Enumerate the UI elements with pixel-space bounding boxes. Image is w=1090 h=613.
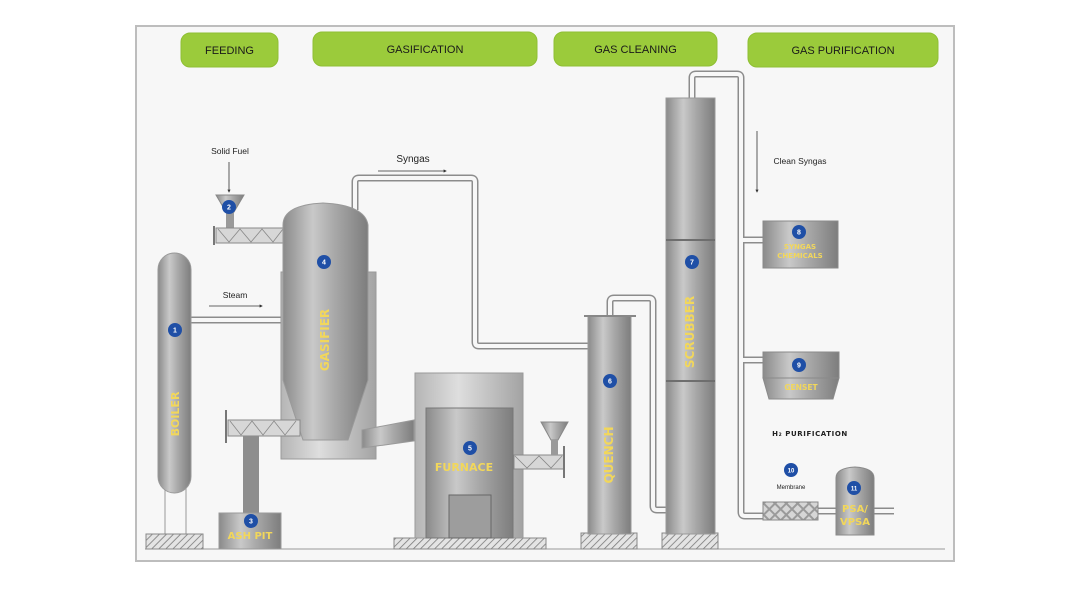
stage-gas-purification: GAS PURIFICATION (747, 32, 939, 68)
stage-gas-cleaning-label: GAS CLEANING (594, 44, 677, 56)
psa-vpsa: PSA/ VPSA (835, 466, 875, 536)
stage-feeding: FEEDING (180, 32, 279, 68)
svg-text:1: 1 (173, 328, 177, 335)
svg-text:2: 2 (227, 205, 231, 212)
scrubber: SCRUBBER (661, 97, 719, 550)
svg-text:11: 11 (851, 487, 858, 493)
quench-foundation (580, 532, 638, 550)
badge-10: 10 (784, 463, 798, 477)
svg-text:9: 9 (797, 363, 801, 370)
boiler-label: BOILER (169, 391, 182, 436)
diagram-frame (135, 25, 955, 562)
quench-label: QUENCH (602, 426, 616, 483)
svg-text:4: 4 (322, 260, 326, 267)
boiler: BOILER (145, 252, 204, 550)
genset-label: GENSET (784, 383, 818, 392)
badge-3: 3 (244, 514, 258, 528)
badge-6: 6 (603, 374, 617, 388)
psa-label-line1: PSA/ (842, 504, 868, 515)
svg-text:3: 3 (249, 519, 253, 526)
clean-syngas-label: Clean Syngas (774, 156, 827, 166)
svg-text:6: 6 (608, 379, 612, 386)
badge-2: 2 (222, 200, 236, 214)
membrane-module (762, 501, 819, 521)
syngas-label: Syngas (396, 154, 429, 165)
steam-label: Steam (223, 290, 248, 300)
badge-1: 1 (168, 323, 182, 337)
furnace-label: FURNACE (435, 461, 493, 474)
svg-text:5: 5 (468, 446, 472, 453)
syngas-chemicals-label-line2: CHEMICALS (777, 252, 822, 260)
badge-4: 4 (317, 255, 331, 269)
solid-fuel-label: Solid Fuel (211, 146, 249, 156)
stage-gasification-label: GASIFICATION (387, 44, 464, 56)
badge-7: 7 (685, 255, 699, 269)
membrane-label: Membrane (777, 485, 806, 491)
stage-gas-purification-label: GAS PURIFICATION (791, 45, 894, 57)
scrubber-label: SCRUBBER (683, 296, 697, 368)
svg-text:10: 10 (788, 469, 795, 475)
quench: QUENCH (580, 315, 638, 550)
gasifier-label: GASIFIER (318, 309, 332, 371)
scrubber-foundation (661, 532, 719, 550)
gasifier: GASIFIER (225, 202, 415, 514)
badge-8: 8 (792, 225, 806, 239)
svg-text:7: 7 (690, 260, 694, 267)
stage-gas-cleaning: GAS CLEANING (553, 31, 718, 67)
svg-text:8: 8 (797, 230, 801, 237)
stage-feeding-label: FEEDING (205, 45, 254, 57)
badge-11: 11 (847, 481, 861, 495)
stage-gasification: GASIFICATION (312, 31, 538, 67)
badge-5: 5 (463, 441, 477, 455)
ash-pit-label: ASH PIT (228, 531, 273, 542)
furnace-foundation (393, 537, 547, 550)
syngas-chemicals-label-line1: SYNGAS (784, 243, 816, 251)
syngas-pipe (351, 174, 588, 350)
h2-purification-label: H₂ PURIFICATION (772, 430, 848, 438)
furnace: FURNACE (393, 372, 569, 550)
psa-label-line2: VPSA (840, 517, 870, 528)
boiler-foundation (145, 533, 204, 550)
badge-9: 9 (792, 358, 806, 372)
